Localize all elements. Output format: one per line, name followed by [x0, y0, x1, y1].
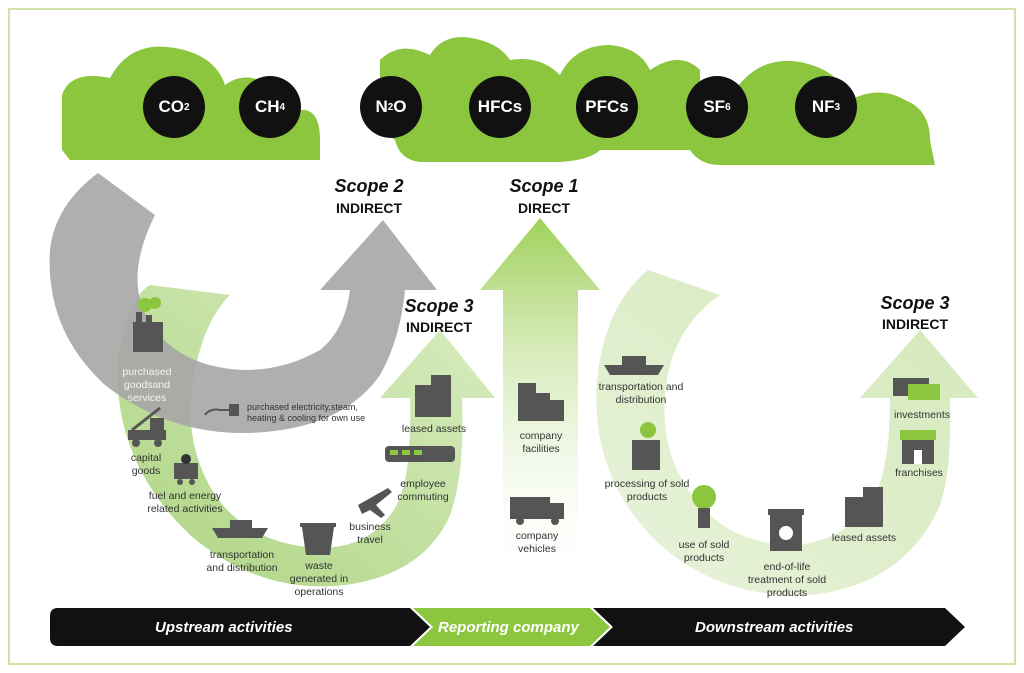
label-upstream-transport: transportation and distribution: [206, 549, 278, 575]
lightbulb-icon: [692, 485, 716, 528]
label-business-travel: business travel: [349, 521, 391, 547]
scope2-arrow: [49, 173, 437, 434]
train-icon: [385, 446, 455, 462]
ship-icon-downstream: [604, 356, 664, 375]
label-capital-goods: capital goods: [130, 452, 162, 478]
buildings-icon-company: [518, 383, 564, 421]
label-waste: waste generated in operations: [289, 560, 349, 599]
label-upstream-leased-assets: leased assets: [401, 423, 467, 435]
bar-downstream-label: Downstream activities: [695, 619, 854, 636]
label-purchased-electricity: purchased electricity,steam, heating & c…: [247, 402, 366, 424]
scope2-title: Scope 2: [334, 176, 404, 196]
label-processing: processing of sold products: [604, 478, 690, 504]
bar-upstream-label: Upstream activities: [155, 619, 293, 636]
scope1-arrow: [480, 218, 600, 565]
scope3-upstream-arrow: [117, 285, 496, 587]
scope1-title: Scope 1: [509, 176, 579, 196]
crane-truck-icon: [128, 406, 166, 447]
gas-pfcs: PFCs: [576, 76, 638, 138]
label-end-of-life: end-of-life treatment of sold products: [747, 561, 827, 600]
scope3-downstream-title: Scope 3: [880, 293, 950, 313]
label-company-facilities: company facilities: [519, 430, 563, 456]
label-downstream-transport: transportation and distribution: [598, 381, 684, 407]
label-investments: investments: [893, 409, 951, 421]
label-employee-commuting: employee commuting: [397, 478, 449, 504]
plug-icon: [204, 404, 239, 416]
label-fuel-energy: fuel and energy related activities: [147, 490, 223, 516]
scope1-subtitle: DIRECT: [517, 200, 571, 216]
label-franchises: franchises: [895, 467, 943, 479]
money-icon: [893, 378, 940, 400]
ship-icon-upstream: [212, 520, 268, 538]
buildings-icon-upstream: [415, 375, 451, 417]
scope2-subtitle: INDIRECT: [335, 200, 403, 216]
label-downstream-leased-assets: leased assets: [831, 532, 897, 544]
scope3-upstream-title: Scope 3: [404, 296, 474, 316]
buildings-icon-downstream: [845, 487, 883, 527]
coal-cart-icon: [174, 454, 198, 485]
label-purchased-goods: purchased goodsand services: [122, 366, 172, 405]
gas-hfcs: HFCs: [469, 76, 531, 138]
label-use-of-products: use of sold products: [678, 539, 730, 565]
bar-reporting-label: Reporting company: [438, 619, 579, 636]
scope3-downstream-subtitle: INDIRECT: [881, 316, 949, 332]
scope3-upstream-subtitle: INDIRECT: [405, 319, 473, 335]
waste-bin-icon: [300, 523, 336, 555]
frame-border: [8, 8, 1016, 665]
truck-icon-company: [510, 497, 564, 525]
store-icon: [900, 430, 936, 464]
factory-icon: [133, 297, 163, 352]
factory-icon-downstream: [632, 422, 660, 470]
label-company-vehicles: company vehicles: [515, 530, 559, 556]
airplane-icon: [358, 488, 392, 518]
activity-bar: [50, 608, 965, 646]
recycle-bin-icon: [768, 509, 804, 551]
